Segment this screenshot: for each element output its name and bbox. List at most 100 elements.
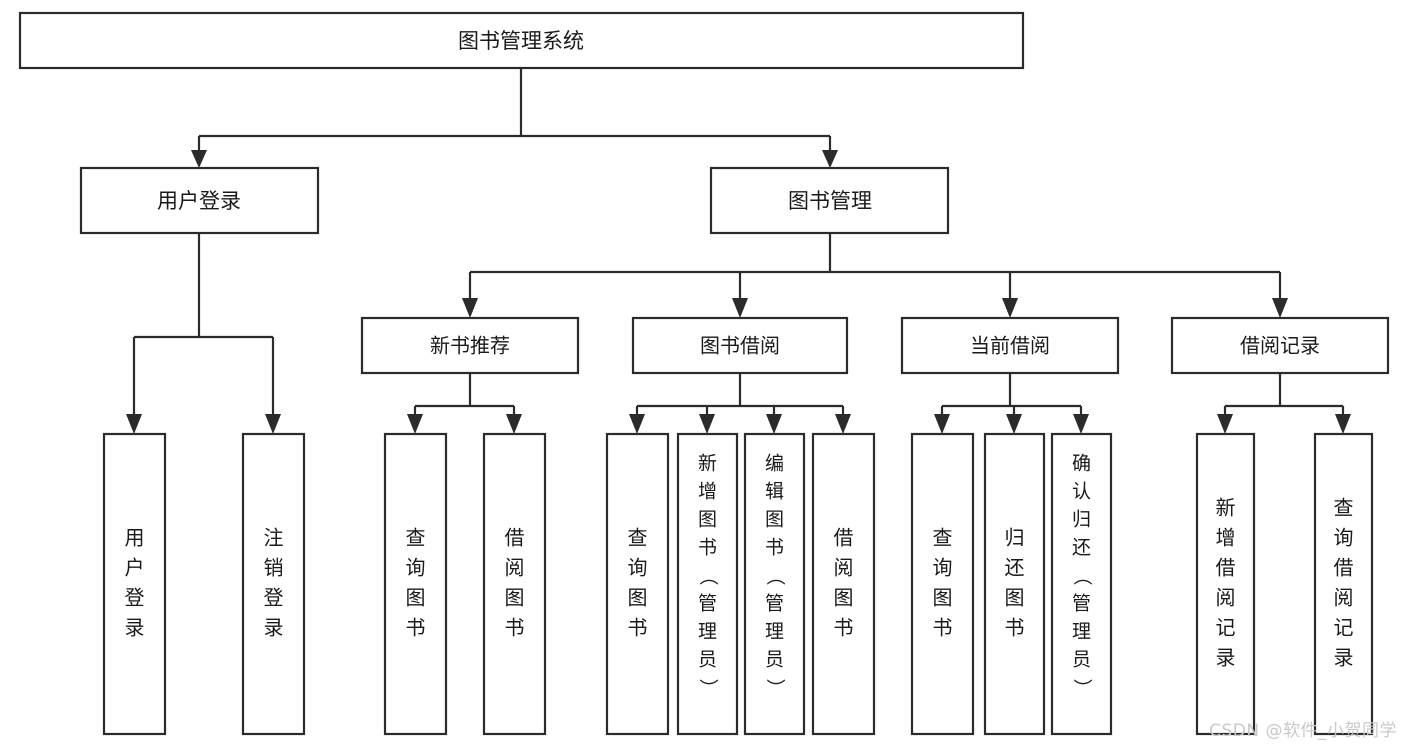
node-borrow-record[interactable]: 借阅记录 (1170, 316, 1390, 375)
node-leaf-return-book-char: 归 (1005, 526, 1025, 550)
arrow-head-borrow-record (1272, 298, 1288, 318)
node-leaf-query-book-current-char: 查 (933, 526, 953, 550)
connector-new-book-recommend-bus (413, 373, 516, 426)
csdn-watermark: CSDN @软件_小贺同学 (1209, 721, 1397, 741)
node-leaf-query-borrow-record-box[interactable] (1313, 432, 1374, 736)
node-leaf-edit-book-char: 图 (765, 509, 784, 531)
node-leaf-edit-book-char: （ (764, 566, 786, 585)
connector-book-borrow-bus (635, 373, 845, 426)
connector-book-manage-bus (468, 233, 1282, 310)
node-leaf-borrow-book-recommend-char: 图 (505, 586, 525, 610)
node-leaf-edit-book-box[interactable] (743, 432, 806, 736)
node-leaf-edit-book-char: 编 (765, 453, 784, 475)
connector-borrow-record-bus (1223, 373, 1345, 426)
node-leaf-return-book-box[interactable] (983, 432, 1046, 736)
node-book-borrow[interactable]: 图书借阅 (631, 316, 849, 375)
node-leaf-confirm-return-char: 理 (1072, 621, 1091, 643)
node-book-borrow-label: 图书借阅 (700, 334, 780, 358)
leaf-node-layer: 用户登录注销登录查询图书借阅图书查询图书新增图书（管理员）编辑图书（管理员）借阅… (102, 432, 1374, 736)
node-leaf-borrow-book-recommend-char: 书 (505, 616, 525, 640)
node-leaf-add-borrow-record-box[interactable] (1195, 432, 1256, 736)
node-leaf-borrow-book-char: 书 (834, 616, 854, 640)
node-leaf-confirm-return-box[interactable] (1050, 432, 1113, 736)
node-leaf-confirm-return-char: 还 (1072, 537, 1091, 559)
arrow-head-leaf-user-login (126, 414, 142, 434)
node-leaf-user-login[interactable]: 用户登录 (102, 432, 167, 736)
node-leaf-user-login-char: 户 (125, 556, 145, 580)
node-leaf-return-book-char: 还 (1005, 556, 1025, 580)
node-leaf-edit-book-char: 员 (765, 649, 784, 671)
node-leaf-user-login-box[interactable] (102, 432, 167, 736)
arrow-head-book-manage (822, 150, 838, 168)
arrow-head-book-borrow (732, 298, 748, 318)
node-leaf-logout-char: 录 (264, 616, 284, 640)
connector-root-bus (197, 68, 832, 160)
node-leaf-logout-box[interactable] (241, 432, 306, 736)
node-leaf-add-book-char: 书 (698, 537, 717, 559)
node-leaf-logout-char: 注 (264, 526, 284, 550)
node-leaf-add-borrow-record-char: 新 (1216, 496, 1236, 520)
node-new-book-recommend[interactable]: 新书推荐 (360, 316, 580, 375)
node-borrow-record-box[interactable] (1170, 316, 1390, 375)
node-leaf-add-book-char: 新 (698, 453, 717, 475)
node-root[interactable]: 图书管理系统 (18, 11, 1025, 70)
node-leaf-query-book-recommend-char: 图 (406, 586, 426, 610)
node-leaf-query-book-borrow-char: 图 (628, 586, 648, 610)
arrow-head-leaf-confirm-return (1073, 414, 1089, 434)
node-leaf-confirm-return-char: ） (1071, 678, 1093, 697)
connector-layer (126, 68, 1351, 434)
arrow-head-leaf-edit-book (766, 414, 782, 434)
arrow-head-leaf-query-borrow-record (1335, 414, 1351, 434)
node-book-borrow-box[interactable] (631, 316, 849, 375)
arrow-head-user-login (191, 150, 207, 168)
arrow-head-leaf-add-book (699, 414, 715, 434)
node-current-borrow[interactable]: 当前借阅 (900, 316, 1120, 375)
node-leaf-borrow-book-box[interactable] (811, 432, 876, 736)
node-leaf-borrow-book-recommend-char: 借 (505, 526, 525, 550)
node-book-manage[interactable]: 图书管理 (709, 166, 950, 235)
node-leaf-confirm-return-char: （ (1071, 566, 1093, 585)
node-user-login[interactable]: 用户登录 (79, 166, 320, 235)
node-user-login-box[interactable] (79, 166, 320, 235)
node-leaf-query-book-recommend-char: 询 (406, 556, 426, 580)
node-leaf-query-book-current-char: 图 (933, 586, 953, 610)
node-leaf-user-login-char: 用 (125, 526, 145, 550)
node-leaf-query-book-borrow-box[interactable] (605, 432, 670, 736)
node-leaf-query-book-recommend-char: 书 (406, 616, 426, 640)
node-current-borrow-label: 当前借阅 (970, 334, 1050, 358)
node-leaf-query-borrow-record-char: 录 (1334, 646, 1354, 670)
arrow-head-current-borrow (1002, 298, 1018, 318)
node-leaf-add-book-char: 理 (698, 621, 717, 643)
node-root-box[interactable] (18, 11, 1025, 70)
node-leaf-edit-book-char: ） (764, 678, 786, 697)
node-current-borrow-box[interactable] (900, 316, 1120, 375)
node-leaf-query-book-recommend-box[interactable] (383, 432, 448, 736)
node-leaf-add-book-char: （ (697, 566, 719, 585)
node-leaf-add-borrow-record-char: 借 (1216, 556, 1236, 580)
node-leaf-logout-char: 登 (264, 586, 284, 610)
node-book-manage-box[interactable] (709, 166, 950, 235)
node-leaf-add-book-char: 员 (698, 649, 717, 671)
node-leaf-borrow-book-recommend-box[interactable] (482, 432, 547, 736)
node-leaf-query-borrow-record-char: 阅 (1334, 586, 1354, 610)
node-leaf-user-login-char: 登 (125, 586, 145, 610)
node-leaf-add-book-box[interactable] (676, 432, 739, 736)
arrow-head-leaf-borrow-book (835, 414, 851, 434)
node-new-book-recommend-box[interactable] (360, 316, 580, 375)
arrow-head-leaf-query-book-recommend (407, 414, 423, 434)
node-leaf-add-book-char: ） (697, 678, 719, 697)
node-leaf-query-book-current-box[interactable] (910, 432, 975, 736)
